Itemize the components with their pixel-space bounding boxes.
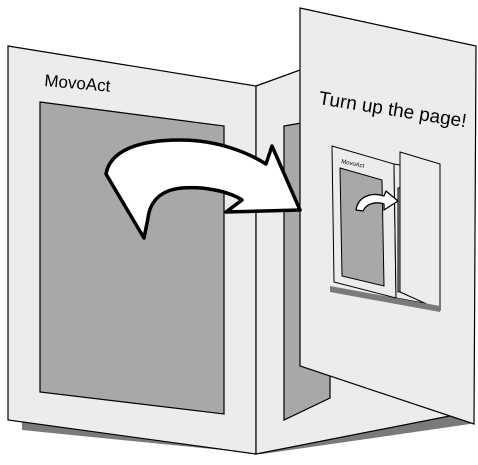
inset-turned-page [399, 151, 441, 311]
inset-pamphlet: MovoAct [330, 145, 441, 312]
inset-title: MovoAct [341, 159, 365, 170]
small-curved-arrow-icon [355, 190, 399, 212]
inset-left-picture [339, 167, 385, 287]
inset-shadow-edge [396, 298, 440, 312]
curved-arrow-icon [104, 138, 302, 240]
inset-shadow [330, 286, 396, 304]
